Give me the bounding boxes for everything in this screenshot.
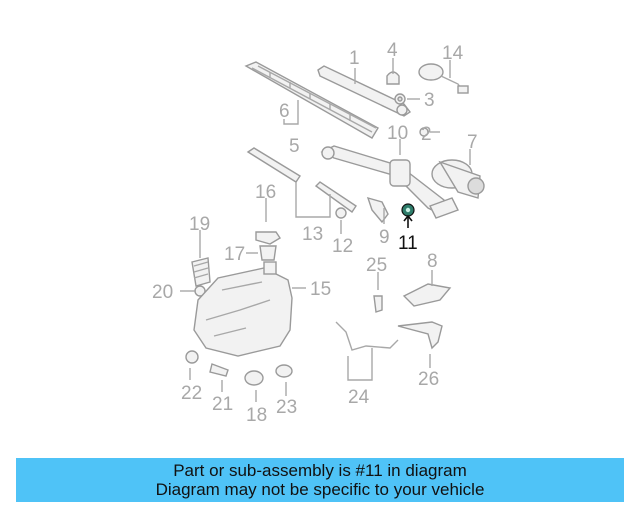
filler-cap [255,231,281,245]
label-23: 23 [276,397,297,418]
grommet-23 [275,364,293,378]
label-4: 4 [387,40,398,61]
cap-and-nut [386,71,406,105]
label-8: 8 [427,251,438,272]
label-15: 15 [310,279,331,300]
label-5: 5 [289,136,300,157]
label-10: 10 [387,123,408,144]
label-25: 25 [366,255,387,276]
grommet [335,207,347,219]
label-11: 11 [398,233,418,254]
banner-line-1: Part or sub-assembly is #11 in diagram [173,461,467,480]
wiper-motor [431,159,485,199]
washer-reservoir [193,261,293,357]
washer-hose [335,321,399,351]
label-17: 17 [224,244,245,265]
label-2: 2 [421,124,432,145]
grommet-18 [244,370,264,386]
sensor [418,63,469,94]
part-26 [397,321,443,350]
label-21: 21 [212,394,233,415]
bracket-8 [402,283,452,307]
parts-diagram: 1 2 3 4 5 6 7 8 9 10 11 12 13 14 15 16 1… [152,40,485,426]
label-24: 24 [348,387,370,408]
label-18: 18 [246,405,267,426]
label-1: 1 [349,48,360,69]
wiper-arm [317,65,412,117]
label-26: 26 [418,369,439,390]
label-6: 6 [279,101,290,122]
label-20: 20 [152,282,173,303]
banner-line-2: Diagram may not be specific to your vehi… [155,480,485,499]
seal [185,350,199,364]
wiper-blade [244,61,379,139]
label-13: 13 [302,224,323,245]
filler-neck [259,245,277,261]
label-7: 7 [467,132,478,153]
label-14: 14 [442,43,464,64]
label-16: 16 [255,182,276,203]
info-banner: Part or sub-assembly is #11 in diagram D… [16,458,624,502]
linkage-rod-2 [314,181,357,213]
label-9: 9 [379,227,390,248]
label-22: 22 [181,383,202,404]
linkage-rod [246,147,301,183]
label-3: 3 [424,90,435,111]
washer-nozzle [373,295,383,313]
nozzle [209,363,229,377]
wiper-linkage [320,145,459,219]
label-12: 12 [332,236,353,257]
part-11-center [405,207,411,213]
nut [419,127,429,137]
label-19: 19 [189,214,210,235]
bracket [366,196,389,224]
